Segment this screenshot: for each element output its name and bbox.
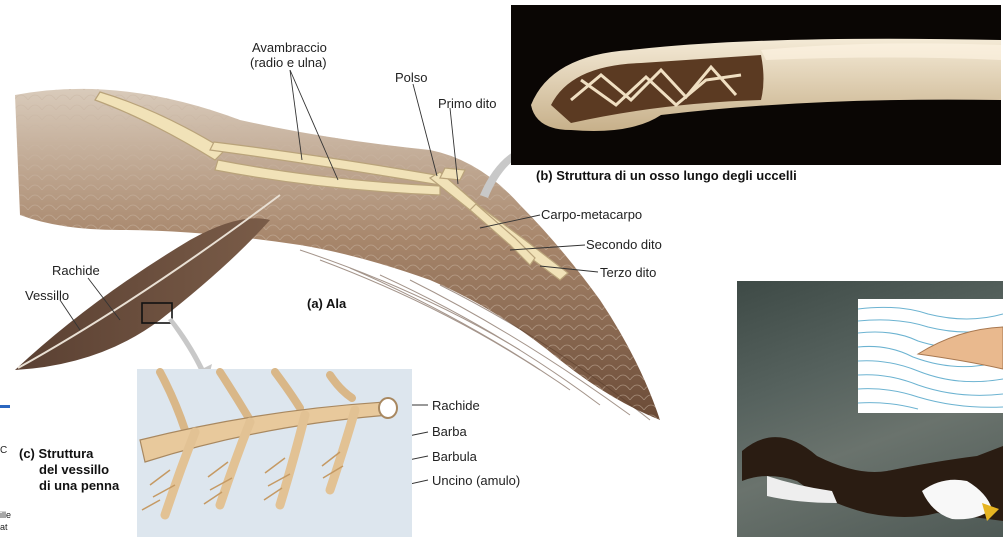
airflow-inset	[858, 299, 1003, 413]
label-avambraccio: Avambraccio	[252, 40, 327, 55]
bone-section	[511, 5, 1001, 165]
label-carpo-metacarpo: Carpo-metacarpo	[541, 207, 642, 222]
edge-text-3: at	[0, 520, 8, 535]
label-rachide-vane: Rachide	[432, 398, 480, 413]
vane-illustration	[137, 369, 412, 537]
label-primo-dito: Primo dito	[438, 96, 497, 111]
label-barbula: Barbula	[432, 449, 477, 464]
label-polso: Polso	[395, 70, 428, 85]
label-secondo-dito: Secondo dito	[586, 237, 662, 252]
label-radio-ulna: (radio e ulna)	[250, 55, 327, 70]
caption-vane-3: di una penna	[39, 478, 119, 493]
label-vessillo: Vessillo	[25, 288, 69, 303]
caption-bone: (b) Struttura di un osso lungo degli ucc…	[536, 168, 797, 183]
label-uncino: Uncino (amulo)	[432, 473, 520, 488]
label-terzo-dito: Terzo dito	[600, 265, 656, 280]
caption-vane-1: (c) Struttura	[19, 446, 93, 461]
caption-vane-2: del vessillo	[39, 462, 109, 477]
label-rachide-feather: Rachide	[52, 263, 100, 278]
airflow-diagram	[858, 299, 1003, 413]
bone-photo	[511, 5, 1001, 165]
edge-text-1: C	[0, 443, 7, 458]
caption-wing: (a) Ala	[307, 296, 346, 311]
edge-accent-line	[0, 405, 10, 408]
label-barba: Barba	[432, 424, 467, 439]
